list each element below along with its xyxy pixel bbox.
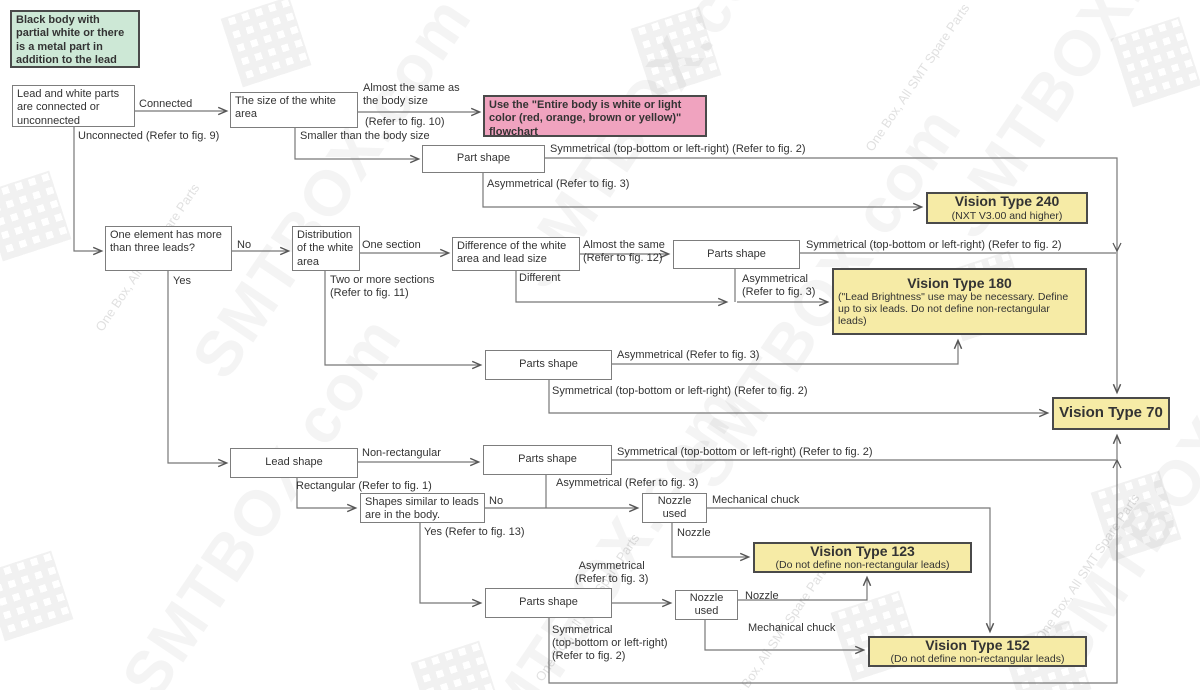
edge-label-smaller-body: Smaller than the body size xyxy=(300,130,430,142)
edge-label-asymmetrical-fig3: Asymmetrical (Refer to fig. 3) xyxy=(575,560,649,586)
vision-type-180-title: Vision Type 180 xyxy=(907,274,1012,291)
node-distribution-white-area: Distribution of the white area xyxy=(292,226,360,271)
node-lead-shape: Lead shape xyxy=(230,448,358,478)
node-part-shape: Part shape xyxy=(422,145,545,173)
vision-type-152-subtitle: (Do not define non-rectangular leads) xyxy=(890,653,1065,666)
edge-label-yes-fig13: Yes (Refer to fig. 13) xyxy=(424,526,525,538)
edge-label-symmetrical-fig2: Symmetrical (top-bottom or left-right) (… xyxy=(552,385,808,397)
result-vision-type-123: Vision Type 123 (Do not define non-recta… xyxy=(753,542,972,573)
node-shapes-similar-to-leads: Shapes similar to leads are in the body. xyxy=(360,493,485,523)
node-size-of-white-area: The size of the white area xyxy=(230,92,358,128)
edge-label-yes: Yes xyxy=(173,275,191,287)
vision-type-240-subtitle: (NXT V3.00 and higher) xyxy=(951,209,1063,222)
edge-label-mechanical-chuck: Mechanical chuck xyxy=(712,494,800,506)
vision-type-152-title: Vision Type 152 xyxy=(925,636,1030,653)
result-vision-type-240: Vision Type 240 (NXT V3.00 and higher) xyxy=(926,192,1088,224)
node-one-element-three-leads: One element has more than three leads? xyxy=(105,226,232,271)
result-vision-type-180: Vision Type 180 ("Lead Brightness" use m… xyxy=(832,268,1087,335)
edge-label-symmetrical-fig2: Symmetrical (top-bottom or left-right) (… xyxy=(550,143,806,155)
node-parts-shape-4: Parts shape xyxy=(483,445,612,475)
start-note: Black body with partial white or there i… xyxy=(10,10,140,68)
edge-label-no: No xyxy=(237,239,252,251)
node-parts-shape-2: Parts shape xyxy=(673,240,800,269)
edge-label-asymmetrical-fig3: Asymmetrical (Refer to fig. 3) xyxy=(617,349,760,361)
edge-label-unconnected: Unconnected (Refer to fig. 9) xyxy=(78,130,220,142)
edge-label-non-rectangular: Non-rectangular xyxy=(362,447,441,459)
edge-label-mechanical-chuck: Mechanical chuck xyxy=(748,622,836,634)
node-lead-white-parts: Lead and white parts are connected or un… xyxy=(12,85,135,127)
vision-type-123-title: Vision Type 123 xyxy=(810,542,915,559)
edge-label-asymmetrical-fig3: Asymmetrical (Refer to fig. 3) xyxy=(742,273,816,299)
node-nozzle-used-1: Nozzle used xyxy=(642,493,707,523)
node-difference-white-lead-size: Difference of the white area and lead si… xyxy=(452,237,580,271)
edge-label-nozzle: Nozzle xyxy=(745,590,779,602)
edge-label-two-or-more-sections: Two or more sections (Refer to fig. 11) xyxy=(330,274,435,300)
edge-label-symmetrical-fig2: Symmetrical (top-bottom or left-right) (… xyxy=(617,446,873,458)
edge-label-one-section: One section xyxy=(362,239,421,251)
edge-label-almost-same-fig12: Almost the same (Refer to fig. 12) xyxy=(583,239,665,265)
vision-type-180-subtitle: ("Lead Brightness" use may be necessary.… xyxy=(838,291,1069,328)
note-entire-body-flowchart: Use the "Entire body is white or light c… xyxy=(483,95,707,138)
edge-label-almost-same-body: Almost the same as the body size xyxy=(363,82,460,108)
edge-label-no: No xyxy=(489,495,504,507)
vision-type-240-title: Vision Type 240 xyxy=(954,193,1060,210)
edge-label-rectangular-fig1: Rectangular (Refer to fig. 1) xyxy=(296,480,432,492)
node-nozzle-used-2: Nozzle used xyxy=(675,590,738,620)
edge-label-symmetrical-fig2: Symmetrical (top-bottom or left-right) (… xyxy=(552,624,668,663)
edge-label-asymmetrical-fig3: Asymmetrical (Refer to fig. 3) xyxy=(556,477,699,489)
edge-label-asymmetrical-fig3: Asymmetrical (Refer to fig. 3) xyxy=(487,178,630,190)
vision-type-70-title: Vision Type 70 xyxy=(1059,404,1163,422)
edge-label-nozzle: Nozzle xyxy=(677,527,711,539)
vision-type-123-subtitle: (Do not define non-rectangular leads) xyxy=(775,559,950,572)
node-parts-shape-5: Parts shape xyxy=(485,588,612,618)
edge-label-different: Different xyxy=(519,272,561,284)
result-vision-type-70: Vision Type 70 xyxy=(1052,397,1170,430)
edge-label-connected: Connected xyxy=(139,98,193,110)
edge-label-refer-fig10: (Refer to fig. 10) xyxy=(365,116,445,128)
edge-label-symmetrical-fig2: Symmetrical (top-bottom or left-right) (… xyxy=(806,239,1062,251)
result-vision-type-152: Vision Type 152 (Do not define non-recta… xyxy=(868,636,1087,667)
node-parts-shape-3: Parts shape xyxy=(485,350,612,380)
